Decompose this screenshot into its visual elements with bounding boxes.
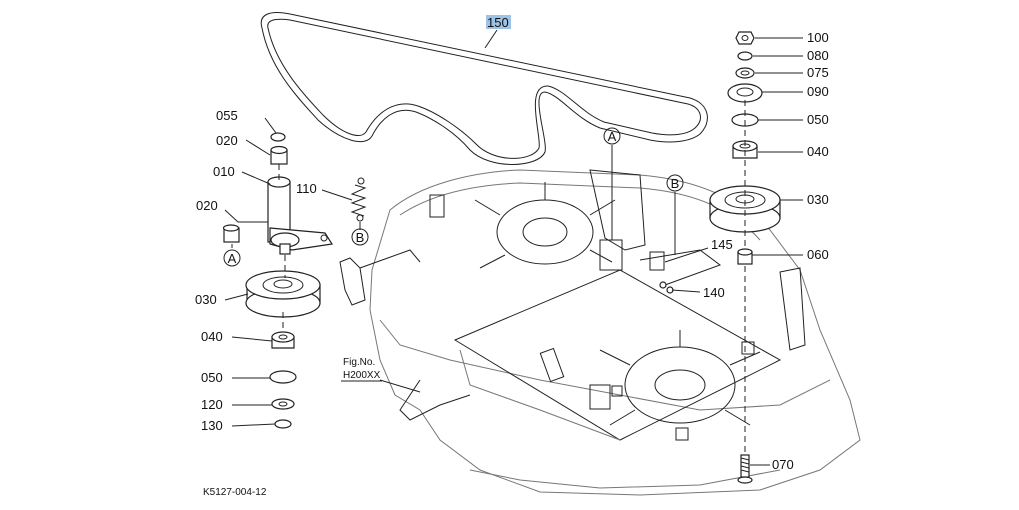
washer-075 [735,67,755,79]
label-150[interactable]: 150 [487,15,509,30]
left-parts-stack [222,132,367,429]
svg-text:A: A [228,251,237,266]
label-075[interactable]: 075 [807,65,829,80]
bolt-070 [737,454,753,484]
label-050-right[interactable]: 050 [807,112,829,127]
label-030-left[interactable]: 030 [195,292,217,307]
bushing-020-left [222,224,240,243]
svg-text:H200XX: H200XX [343,370,381,381]
label-010[interactable]: 010 [213,164,235,179]
figure-reference[interactable]: Fig.No. H200XX [341,357,382,382]
label-130[interactable]: 130 [201,418,223,433]
svg-text:Fig.No.: Fig.No. [343,357,375,368]
label-020-left[interactable]: 020 [196,198,218,213]
label-090[interactable]: 090 [807,84,829,99]
label-100[interactable]: 100 [807,30,829,45]
label-120[interactable]: 120 [201,397,223,412]
callout-b-right: B [666,174,684,192]
pulley-030-left [245,270,321,318]
svg-text:A: A [608,129,617,144]
spring-110 [350,177,367,222]
v-belt [260,12,708,165]
cover-090 [727,83,763,103]
label-040-left[interactable]: 040 [201,329,223,344]
bolt-140 [659,281,674,294]
right-parts-stack [659,31,781,484]
label-050-left[interactable]: 050 [201,370,223,385]
mower-deck [339,169,861,496]
o-ring-055 [270,132,286,142]
o-ring-130 [274,419,292,429]
label-030-right[interactable]: 030 [807,192,829,207]
label-140[interactable]: 140 [703,285,725,300]
bearing-040-left [271,331,295,349]
label-080[interactable]: 080 [807,48,829,63]
svg-text:B: B [356,230,365,245]
collar-060 [737,248,753,265]
drawing-code: K5127-004-12 [203,487,267,498]
label-040-right[interactable]: 040 [807,144,829,159]
label-020-top[interactable]: 020 [216,133,238,148]
tension-arm-010 [267,176,334,255]
svg-text:B: B [671,176,680,191]
callout-b-left: B [351,228,369,246]
label-070[interactable]: 070 [772,457,794,472]
callout-a-top: A [603,127,621,145]
bushing-020-top [270,145,288,165]
leader-lines [224,29,803,466]
label-060[interactable]: 060 [807,247,829,262]
highlight-150 [486,15,511,29]
nut-100 [735,31,755,45]
washer-080 [737,51,753,61]
label-145[interactable]: 145 [711,237,733,252]
washer-120 [271,398,295,410]
callout-a-left: A [223,249,241,267]
label-110[interactable]: 110 [296,181,317,196]
snap-ring-050-left [269,370,297,384]
label-055[interactable]: 055 [216,108,238,123]
